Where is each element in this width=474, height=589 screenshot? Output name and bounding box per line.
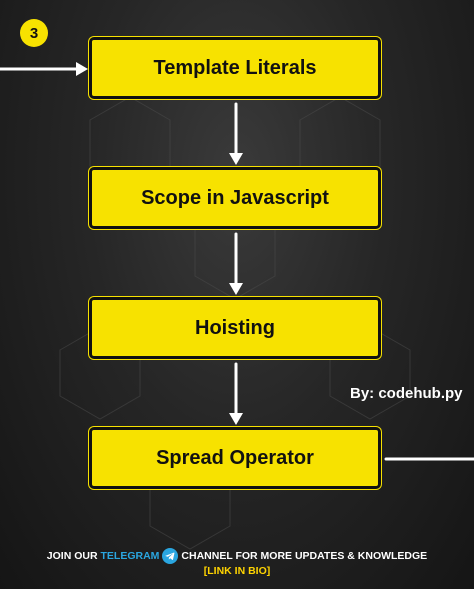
telegram-link[interactable]: TELEGRAM: [100, 549, 160, 562]
step-scope-in-javascript: Scope in Javascript: [89, 167, 381, 229]
step-hoisting: Hoisting: [89, 297, 381, 359]
footer-banner: JOIN OUR TELEGRAM CHANNEL FOR MORE UPDAT…: [0, 548, 474, 578]
link-in-bio[interactable]: [LINK IN BIO]: [203, 565, 271, 577]
step-template-literals: Template Literals: [89, 37, 381, 99]
arrow-down-icon: [229, 413, 243, 425]
arrow-down-icon: [229, 153, 243, 165]
footer-join-text: JOIN OUR: [46, 549, 98, 562]
arrow-right-icon: [76, 62, 88, 76]
telegram-icon[interactable]: [162, 548, 179, 564]
footer-channel-text: CHANNEL FOR MORE UPDATES & KNOWLEDGE: [181, 549, 428, 562]
step-number-badge: 3: [20, 19, 48, 47]
arrow-down-icon: [229, 283, 243, 295]
author-byline: By: codehub.py: [350, 385, 463, 402]
step-spread-operator: Spread Operator: [89, 427, 381, 489]
